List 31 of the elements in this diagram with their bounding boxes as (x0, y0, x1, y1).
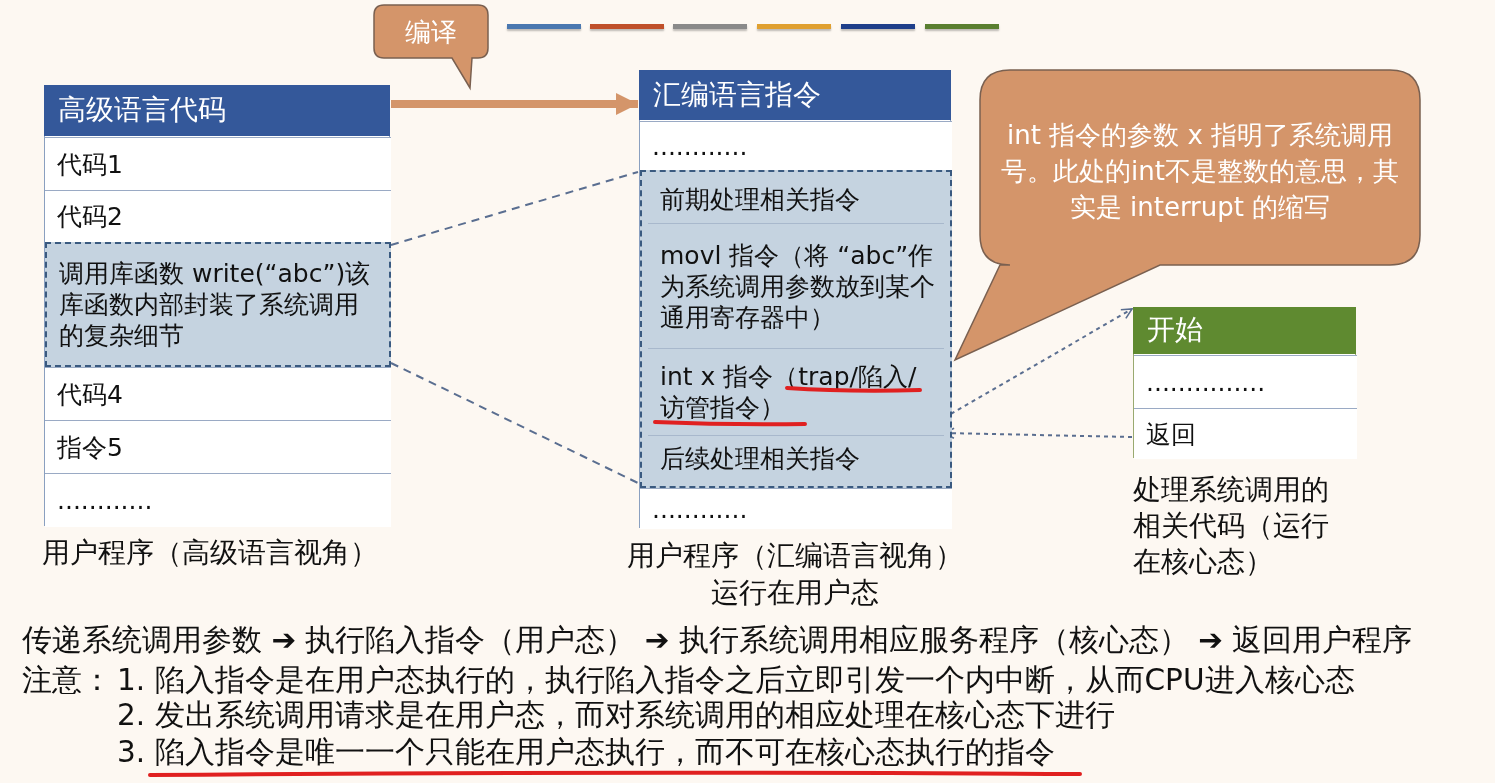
table-row: ............ (640, 121, 952, 170)
table-header: 汇编语言指令 (638, 69, 951, 120)
caption-text: 用户程序（汇编语言视角） (626, 538, 964, 574)
caption-text: 运行在用户态 (710, 575, 880, 611)
table-row: 返回 (1134, 408, 1357, 459)
note-text: 注意： (22, 662, 112, 698)
table (1133, 307, 1356, 458)
caption-text: 用户程序（高级语言视角） (42, 535, 379, 571)
note-text: 2. 发出系统调用请求是在用户态，而对系统调用的相应处理在核心态下进行 (117, 697, 1115, 733)
table (639, 70, 951, 528)
table-row: 代码4 (45, 367, 391, 420)
note-text: 1. 陷入指令是在用户态执行的，执行陷入指令之后立即引发一个内中断，从而CPU进入核心态 (117, 662, 1355, 698)
callout-text: int 指令的参数 x 指明了系统调用号。此处的int不是整数的意思，其实是 interrupt 的缩写 (1000, 118, 1400, 224)
callout-text: 编译 (404, 15, 458, 49)
caption-text: 处理系统调用的相关代码（运行在核心态） (1133, 472, 1330, 580)
dashed-line (390, 171, 639, 484)
table (44, 85, 390, 526)
arrow (391, 93, 638, 115)
table-row: ............ (640, 488, 952, 529)
table-row: 调用库函数 write(“abc”)该库函数内部封装了系统调用的复杂细节 (45, 242, 391, 367)
flow-text: 传递系统调用参数 ➔ 执行陷入指令（用户态） ➔ 执行系统调用相应服务程序（核心态） ➔ 返回用户程序 (22, 622, 1413, 658)
table-row: ............ (45, 473, 391, 527)
table-header: 高级语言代码 (43, 84, 390, 136)
table-header: 开始 (1132, 306, 1356, 354)
note-text: 3. 陷入指令是唯一一个只能在用户态执行，而不可在核心态执行的指令 (117, 734, 1055, 770)
dashed-group-box (640, 170, 952, 488)
table-row: 代码2 (45, 190, 391, 242)
table-row: 指令5 (45, 420, 391, 473)
table-row: 代码1 (45, 137, 391, 190)
table-row: ............... (1134, 355, 1357, 408)
speech-bubble (374, 5, 490, 90)
